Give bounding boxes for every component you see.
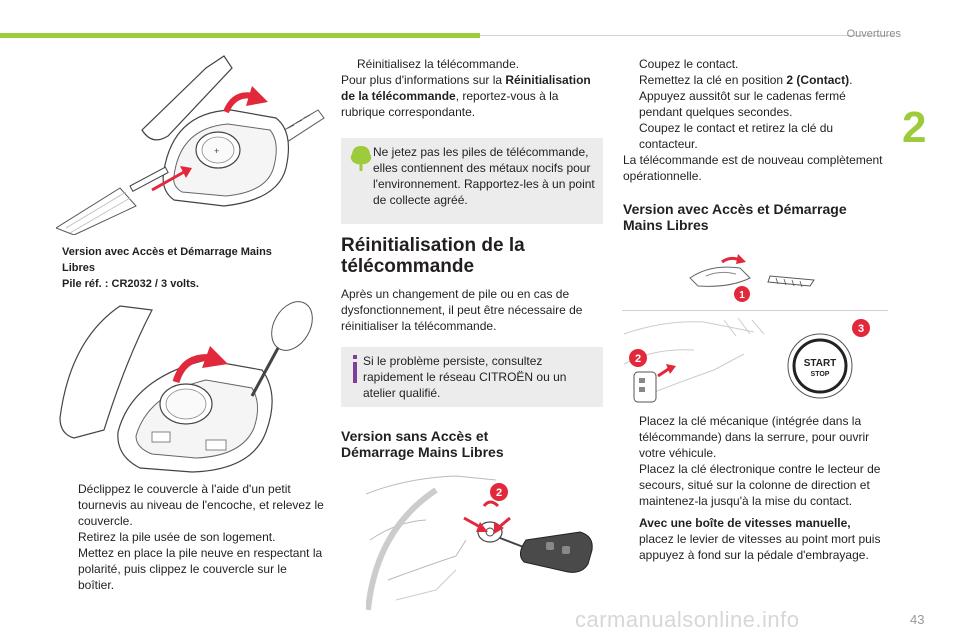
tree-icon: [350, 146, 372, 171]
eco-note-box: Ne jetez pas les piles de télécommande, …: [341, 138, 603, 224]
svg-text:+: +: [214, 146, 219, 156]
step-bold-text: 2 (Contact): [786, 73, 850, 87]
step-text: Déclippez le couvercle à l'aide d'un pet…: [78, 482, 324, 528]
step-text: placez le levier de vitesses au point mo…: [639, 532, 881, 562]
list-item: Coupez le contact et retirez la clé du c…: [623, 120, 888, 152]
list-item: Placez la clé électronique contre le lec…: [623, 461, 888, 509]
operational-text: La télécommande est de nouveau complètem…: [623, 153, 883, 183]
step-text: Coupez le contact.: [639, 57, 739, 71]
info-note-text: Si le problème persiste, consultez rapid…: [363, 354, 567, 400]
list-item: Appuyez aussitôt sur le cadenas fermé pe…: [623, 88, 888, 120]
without-keyless-title: Version sans Accès et Démarrage Mains Li…: [341, 428, 603, 460]
stop-label: STOP: [811, 371, 830, 378]
caption-line: Pile réf. : CR2032 / 3 volts.: [62, 278, 199, 290]
caption-line: Version avec Accès et Démarrage Mains: [62, 246, 272, 258]
info-icon: [353, 355, 357, 383]
info-text: Pour plus d'informations sur la: [341, 73, 506, 87]
header-green-bar: [0, 33, 480, 38]
info-note-box: Si le problème persiste, consultez rapid…: [341, 347, 603, 407]
left-steps-list: Déclippez le couvercle à l'aide d'un pet…: [62, 481, 324, 593]
key-cover-opening-illustration: +: [56, 50, 326, 235]
illustration-divider: [622, 310, 888, 311]
start-label: START: [804, 358, 837, 369]
reset-title-line: télécommande: [341, 256, 475, 277]
list-item: Coupez le contact.: [623, 56, 888, 72]
without-title-line: Démarrage Mains Libres: [341, 444, 504, 460]
battery-caption: Version avec Accès et Démarrage Mains Li…: [62, 244, 322, 292]
step-text: Remettez la clé en position: [639, 73, 787, 87]
header-rule: [480, 35, 895, 36]
right-steps-bottom: Placez la clé mécanique (intégrée dans l…: [623, 413, 888, 563]
page-number: 43: [910, 612, 925, 627]
step-text: Réinitialisez la télécommande.: [357, 57, 520, 71]
watermark: carmanualsonline.info: [575, 607, 800, 632]
step-text-suffix: .: [849, 73, 853, 87]
without-title-line: Version sans Accès et: [341, 428, 489, 444]
step-text: Mettez en place la pile neuve en respect…: [78, 546, 323, 592]
info-bold-text: Réinitialisation de la télécommande: [341, 73, 591, 103]
step-text: Placez la clé électronique contre le lec…: [639, 462, 881, 508]
badge-number: 1: [739, 290, 745, 301]
list-item: Remettez la clé en position 2 (Contact).: [623, 72, 888, 88]
chapter-number: 2: [902, 103, 927, 152]
with-title-line: Mains Libres: [623, 217, 709, 233]
ignition-key-illustration: 2: [366, 470, 598, 615]
step-text: Appuyez aussitôt sur le cadenas fermé pe…: [639, 89, 846, 119]
section-title: Ouvertures: [846, 28, 901, 40]
door-handle-illustration: 1: [680, 254, 840, 304]
list-item: Mettez en place la pile neuve en respect…: [62, 545, 324, 593]
step-bold-text: Avec une boîte de vitesses manuelle,: [639, 516, 851, 530]
start-stop-illustration: 2 START STOP 3: [624, 314, 880, 406]
list-item: Retirez la pile usée de son logement.: [62, 529, 324, 545]
step-text: Retirez la pile usée de son logement.: [78, 530, 276, 544]
list-item: Réinitialisez la télécommande.: [341, 56, 603, 72]
battery-removal-illustration: [56, 300, 326, 478]
step-text: Coupez le contact et retirez la clé du c…: [639, 121, 834, 151]
with-keyless-title: Version avec Accès et Démarrage Mains Li…: [623, 201, 888, 233]
reset-title: Réinitialisation de la télécommande: [341, 235, 603, 277]
list-item: Déclippez le couvercle à l'aide d'un pet…: [62, 481, 324, 529]
eco-note-text: Ne jetez pas les piles de télécommande, …: [373, 145, 595, 207]
list-item: Avec une boîte de vitesses manuelle, pla…: [623, 515, 888, 563]
info-paragraph: Pour plus d'informations sur la Réinitia…: [341, 72, 603, 120]
reset-title-line: Réinitialisation de la: [341, 235, 525, 256]
with-title-line: Version avec Accès et Démarrage: [623, 201, 847, 217]
caption-line: Libres: [62, 262, 96, 274]
badge-number: 2: [635, 353, 641, 365]
right-steps-top: Coupez le contact. Remettez la clé en po…: [623, 56, 888, 184]
list-item: Placez la clé mécanique (intégrée dans l…: [623, 413, 888, 461]
middle-intro: Réinitialisez la télécommande. Pour plus…: [341, 56, 603, 120]
badge-number: 3: [858, 323, 864, 335]
reset-body: Après un changement de pile ou en cas de…: [341, 287, 583, 333]
info-text-suffix: , reportez-vous à la rubrique correspond…: [341, 89, 559, 119]
badge-number: 2: [496, 487, 502, 499]
step-text: Placez la clé mécanique (intégrée dans l…: [639, 414, 870, 460]
